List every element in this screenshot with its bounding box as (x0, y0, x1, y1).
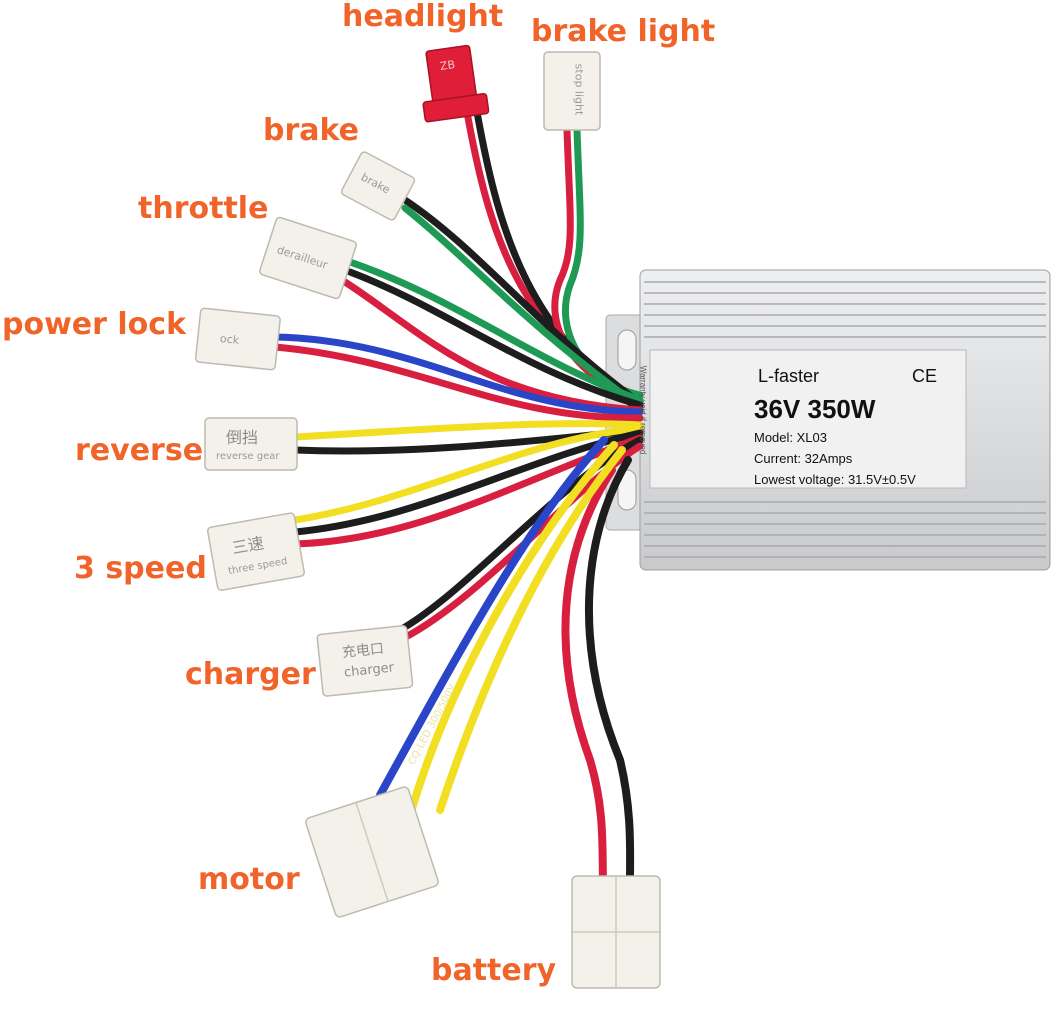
reverse-wire-yellow (291, 420, 644, 441)
brake-light-label: brake light (531, 14, 716, 49)
rating-text: 36V 350W (754, 394, 876, 424)
ce-mark: CE (912, 366, 938, 386)
model-text: Model: XL03 (754, 430, 827, 445)
brand-name: L-faster (758, 366, 820, 386)
charger-label: charger (185, 657, 316, 692)
motor-wire-yellow-2 (436, 446, 626, 814)
charger-connector (316, 625, 414, 697)
throttle-wire-black (346, 268, 644, 409)
power-lock-wire-blue (271, 333, 644, 416)
motor-label: motor (198, 862, 300, 897)
battery-wire-black (585, 456, 635, 884)
reverse-connector (204, 417, 298, 471)
rating-label-plate (649, 349, 967, 489)
connectors (194, 44, 661, 989)
throttle-wire-green (346, 258, 644, 404)
battery-wire-red (561, 466, 616, 884)
three-speed-label: 3 speed (74, 551, 207, 586)
brake-light-connector-text: stop light (572, 63, 586, 116)
current-text: Current: 32Amps (754, 451, 853, 466)
wire-harness (271, 108, 644, 884)
reverse-label: reverse (75, 433, 204, 468)
brake-connector (340, 151, 416, 221)
throttle-connector (259, 216, 357, 300)
battery-label: battery (431, 953, 557, 988)
throttle-wire-red (341, 278, 644, 414)
charger-connector-cn: 充电口 (341, 640, 385, 662)
motor-wire-blue (376, 436, 608, 799)
controller-housing (605, 269, 1051, 571)
brake-wire-green (401, 204, 644, 411)
three-speed-connector (206, 512, 305, 591)
headlight-connector-text: ZB (439, 58, 456, 73)
lowest-voltage-text: Lowest voltage: 31.5V±0.5V (754, 472, 916, 487)
brake-light-connector (543, 51, 601, 131)
power-lock-connector (194, 307, 281, 371)
motor-wire-yellow (406, 441, 618, 819)
power-lock-connector-text: ock (219, 332, 240, 347)
throttle-label: throttle (138, 191, 269, 226)
brake-wire-black (401, 196, 644, 407)
charger-wire-black (396, 436, 644, 634)
power-lock-label: power lock (2, 307, 187, 342)
reverse-connector-cn: 倒挡 (226, 428, 259, 447)
brake-label: brake (263, 113, 360, 148)
cooling-fins (644, 281, 1046, 558)
headlight-label: headlight (342, 0, 504, 34)
warranty-seal: Warranty void if removed (638, 365, 648, 455)
three-speed-wire-black (291, 429, 644, 536)
three-speed-wire-yellow (291, 424, 644, 524)
reverse-connector-text: reverse gear (216, 451, 280, 462)
power-lock-wire-red (271, 343, 644, 422)
